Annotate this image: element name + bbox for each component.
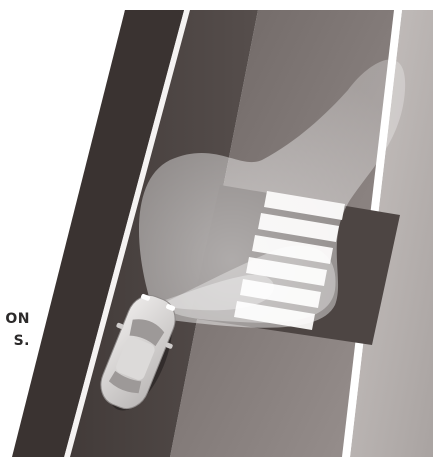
- caption-line-1: ON: [0, 308, 30, 330]
- caption-text: ON S.: [0, 308, 30, 352]
- caption-line-2: S.: [0, 330, 30, 352]
